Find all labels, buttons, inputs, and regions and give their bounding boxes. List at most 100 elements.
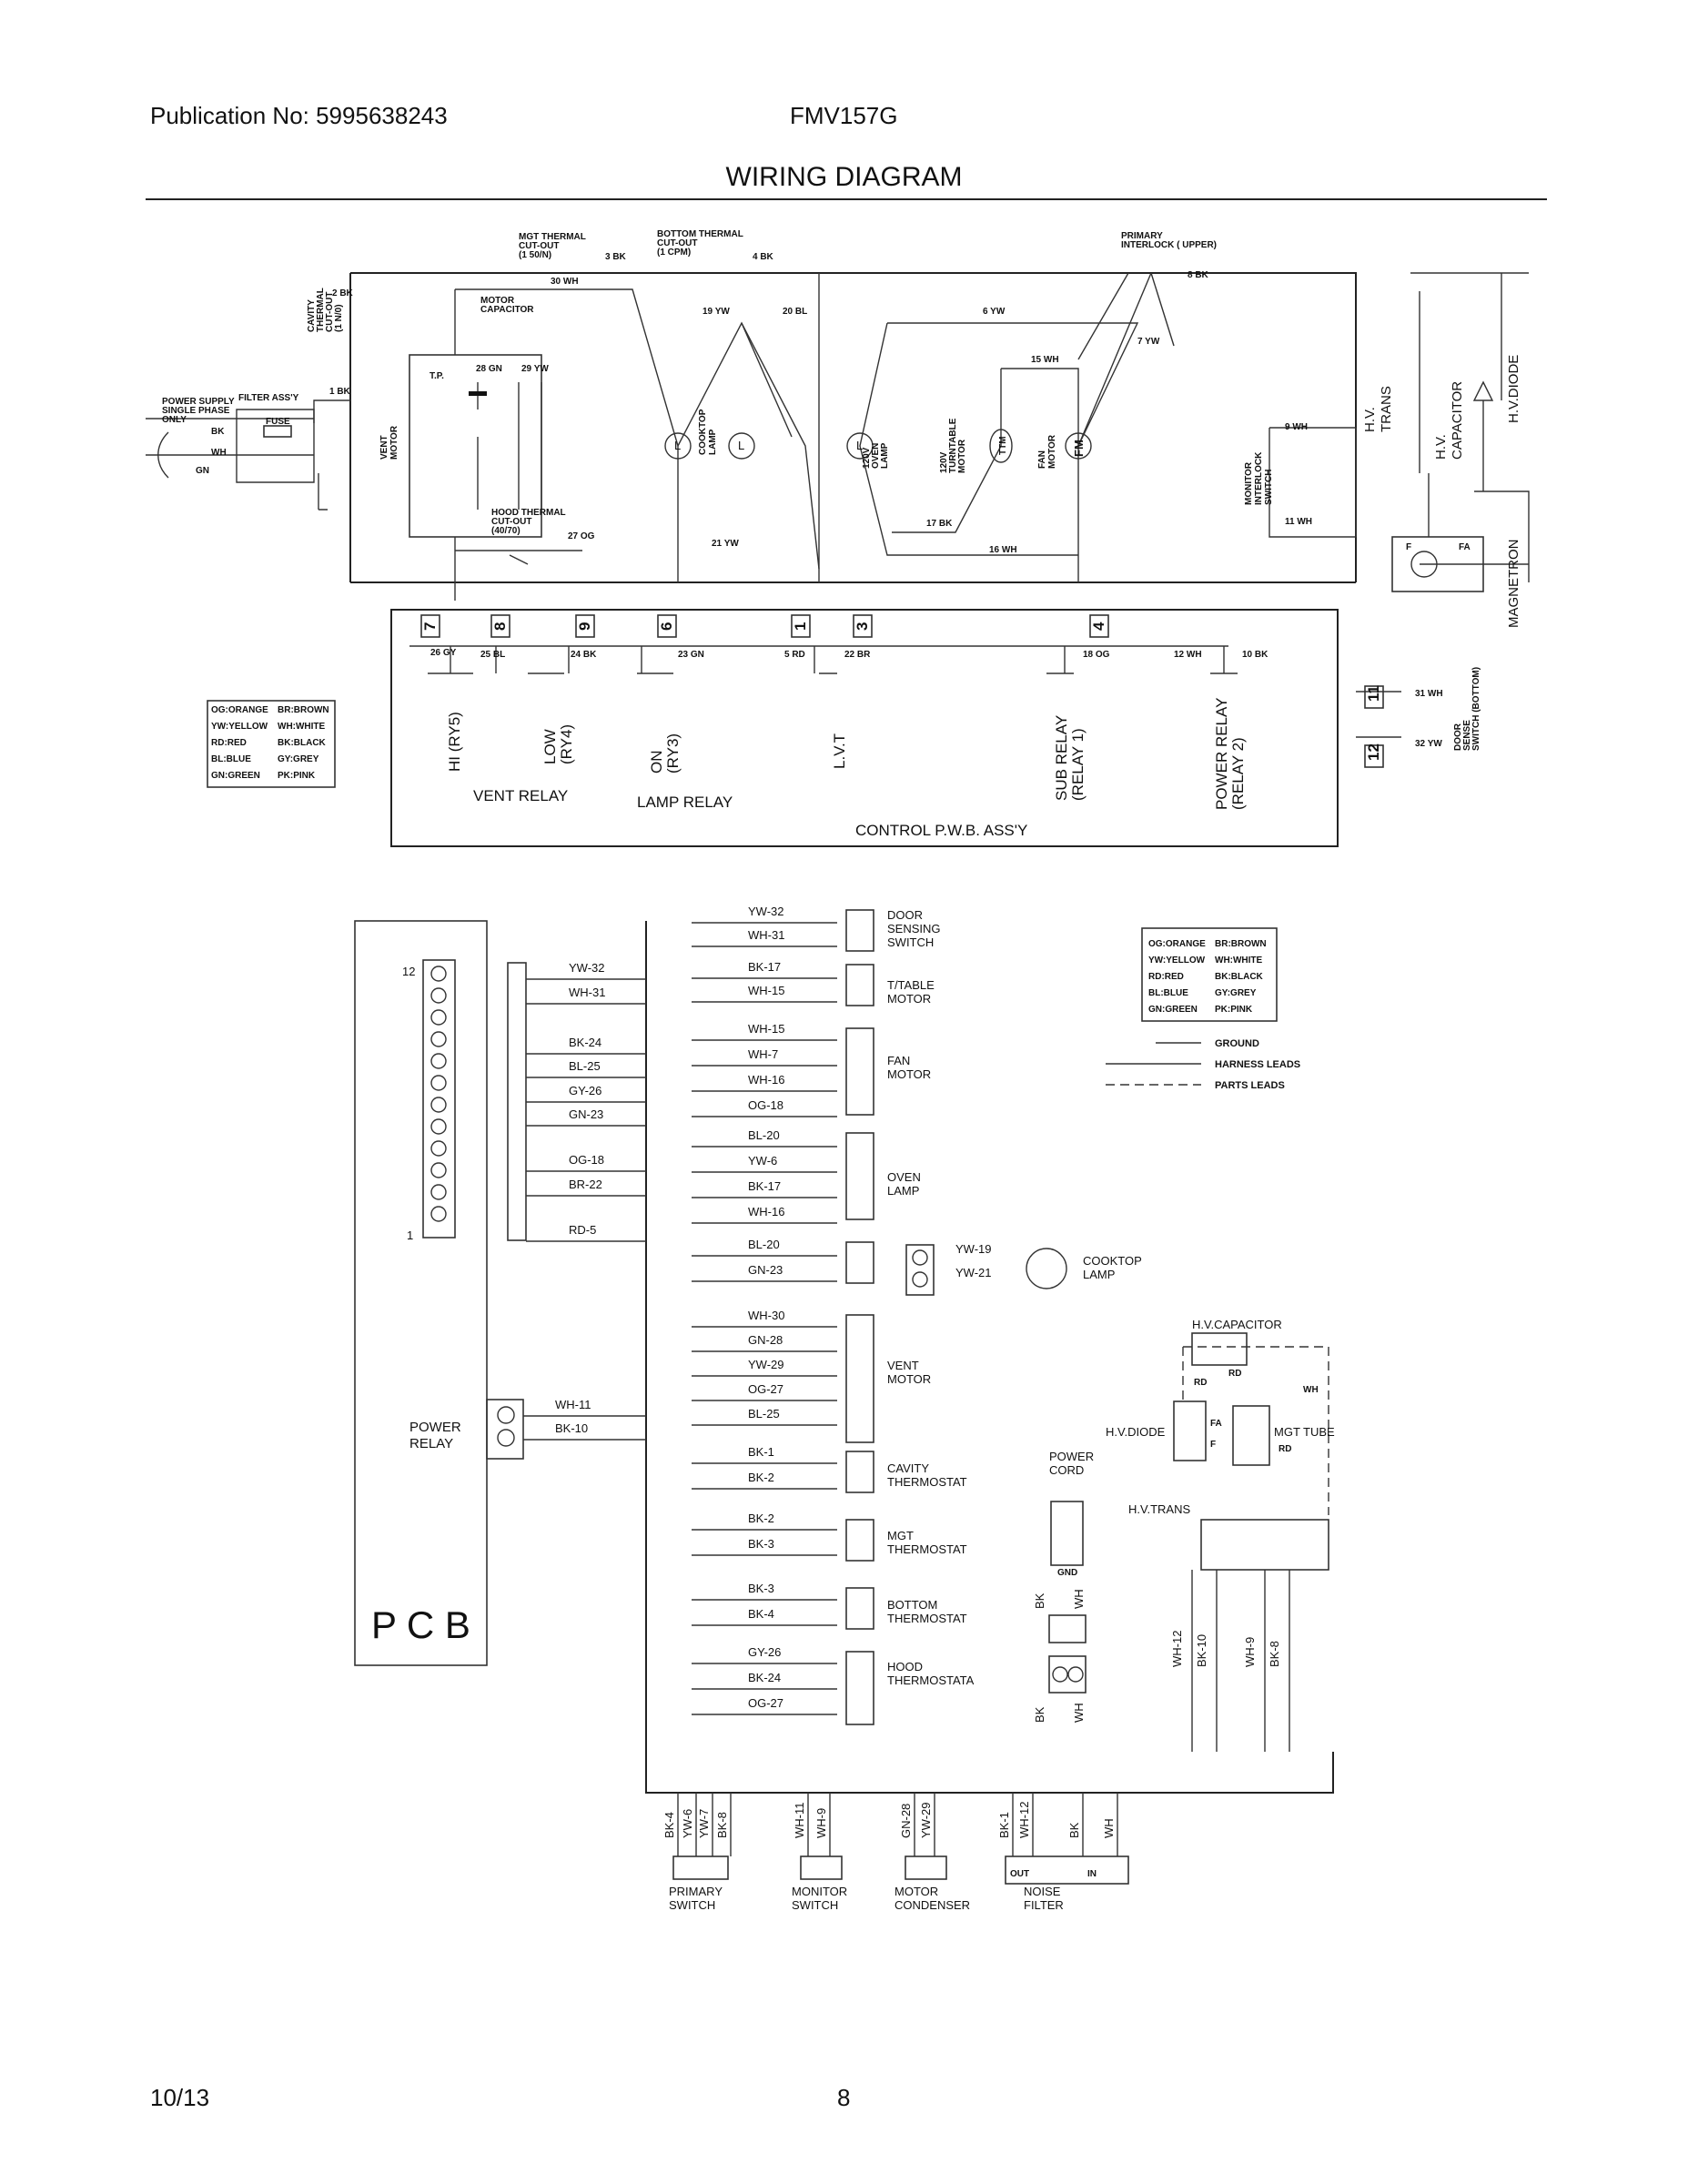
- trans-lead-label: WH-9: [1243, 1637, 1257, 1667]
- wire-label-f: F: [1406, 542, 1411, 552]
- pcb-pin: [430, 1075, 447, 1091]
- relay-hi-label: HI (RY5): [446, 712, 463, 772]
- color-legend-entry: GN:GREEN: [211, 771, 260, 781]
- color-legend-entry: BR:BROWN: [278, 705, 329, 715]
- harness-diagram: [354, 909, 1334, 1885]
- wire-label-w1: 1 BK: [329, 387, 351, 397]
- component-name: LAMP: [887, 1184, 919, 1198]
- hood-thermal-cutout-label: CUT-OUT: [491, 517, 531, 527]
- power-supply-label: POWER SUPPLY: [162, 397, 235, 407]
- cavity-thermal-cutout-label: (1 N/0): [334, 304, 344, 332]
- wire-label-w25: 25 BL: [480, 650, 505, 660]
- bottom-lead-label: BK-8: [715, 1812, 729, 1838]
- harness-lead-label: BK-24: [748, 1671, 781, 1684]
- pcb-pin: [430, 1053, 447, 1069]
- vent-motor-label: VENT: [379, 435, 389, 460]
- power-supply-label: ONLY: [162, 415, 187, 425]
- pcb-lead-label: BK-24: [569, 1036, 601, 1049]
- wire-label-w24: 24 BK: [571, 650, 597, 660]
- wire-label-w32: 32 YW: [1415, 739, 1442, 749]
- cavity-thermal-cutout-label: CAVITY: [307, 299, 317, 332]
- noise-out-label: OUT: [1010, 1869, 1029, 1879]
- monitor-switch-label: INTERLOCK: [1254, 451, 1264, 505]
- oven-lamp-label: OVEN: [871, 443, 881, 469]
- bottom-component-name: SWITCH: [792, 1898, 838, 1912]
- component-name: MOTOR: [887, 992, 931, 1006]
- harness-lead-label: BK-1: [748, 1445, 774, 1459]
- connector-number: 8: [491, 622, 509, 631]
- schematic: [146, 272, 1530, 847]
- pcb-pin: [430, 1118, 447, 1135]
- bottom-lead-label: WH-11: [793, 1803, 806, 1838]
- bottom-thermal-cutout-label: CUT-OUT: [657, 238, 697, 248]
- mgt-thermal-cutout-label: (1 50/N): [519, 250, 551, 260]
- cord-bk-label: BK: [1033, 1706, 1046, 1723]
- wire-label-w12: 12 WH: [1174, 650, 1202, 660]
- power-cord-name: POWER: [1049, 1450, 1094, 1463]
- legend-parts-leads: PARTS LEADS: [1215, 1080, 1285, 1091]
- door-sense-switch-label: SWITCH (BOTTOM): [1471, 667, 1481, 751]
- trans-lead-label: WH-12: [1170, 1631, 1184, 1667]
- component-name: MOTOR: [887, 1372, 931, 1386]
- harness-labels: P C B121POWERRELAYYW-32WH-31BK-24BL-25GY…: [371, 905, 1335, 1912]
- wire-label-w19: 19 YW: [702, 307, 730, 317]
- pcb-pin: [430, 1009, 447, 1026]
- wire-rd-label: RD: [1279, 1444, 1291, 1454]
- component-name: OVEN: [887, 1170, 921, 1184]
- connector-box: [657, 614, 677, 638]
- pcb-lead-label: YW-32: [569, 961, 605, 975]
- bottom-lead-label: GN-28: [899, 1804, 913, 1838]
- component-name: T/TABLE: [887, 978, 935, 992]
- wire-label-w20: 20 BL: [783, 307, 807, 317]
- wire-label-w6: 6 YW: [983, 307, 1006, 317]
- connector-box: [853, 614, 873, 638]
- color-legend-entry: BK:BLACK: [278, 738, 327, 748]
- harness-lead-label: YW-29: [748, 1358, 784, 1371]
- harness-lead-label: GY-26: [748, 1645, 781, 1659]
- power-relay-label: POWER RELAY: [1213, 698, 1230, 810]
- wire-label-w16: 16 WH: [989, 545, 1017, 555]
- wire-wh-label: WH: [1303, 1385, 1319, 1395]
- wire-label-w27: 27 OG: [568, 531, 595, 541]
- harness-lead-label: BK-2: [748, 1471, 774, 1484]
- wire-label-w7: 7 YW: [1137, 337, 1160, 347]
- lamp-symbol-label: L: [738, 439, 744, 452]
- mgt-thermal-cutout-label: CUT-OUT: [519, 241, 559, 251]
- cooktop-lamp-name: LAMP: [1083, 1268, 1115, 1281]
- gnd-label: GND: [1057, 1568, 1077, 1578]
- component-name: THERMOSTATA: [887, 1673, 975, 1687]
- pcb-pin: [430, 1206, 447, 1222]
- harness-lead-label: OG-27: [748, 1696, 783, 1710]
- wire-label-w3: 3 BK: [605, 252, 627, 262]
- harness-lead-label: YW-6: [748, 1154, 777, 1168]
- bottom-component-name: MONITOR: [792, 1885, 847, 1898]
- color-legend-entry: OG:ORANGE: [1148, 939, 1206, 949]
- noise-in-label: IN: [1087, 1869, 1097, 1879]
- wire-label-w4: 4 BK: [753, 252, 774, 262]
- wire-label-w29: 29 YW: [521, 364, 549, 374]
- harness-lead-label: BK-3: [748, 1537, 774, 1551]
- component-name: VENT: [887, 1359, 919, 1372]
- color-legend-entry: WH:WHITE: [278, 722, 326, 732]
- bottom-thermal-cutout-label: BOTTOM THERMAL: [657, 229, 743, 239]
- fuse-label: FUSE: [266, 417, 290, 427]
- color-legend-entry: RD:RED: [1148, 972, 1184, 982]
- bottom-component-name: PRIMARY: [669, 1885, 723, 1898]
- turntable-motor-label: MOTOR: [957, 439, 967, 473]
- color-legend-entry: RD:RED: [211, 738, 247, 748]
- harness-lead-label: YW-32: [748, 905, 784, 918]
- bottom-lead-label: WH-12: [1017, 1802, 1031, 1838]
- power-supply-label: SINGLE PHASE: [162, 406, 230, 416]
- wire-label-w23: 23 GN: [678, 650, 704, 660]
- cavity-thermal-cutout-label: THERMAL: [316, 288, 326, 332]
- magnetron-label: MAGNETRON: [1506, 540, 1521, 629]
- connector-box: [575, 614, 595, 638]
- component-name: THERMOSTAT: [887, 1475, 967, 1489]
- harness-lead-label: BK-2: [748, 1512, 774, 1525]
- wire-label-w5: 5 RD: [784, 650, 805, 660]
- lamp-relay-label: LAMP RELAY: [637, 794, 733, 811]
- power-relay-label: RELAY: [409, 1436, 453, 1451]
- wire-label-w11: 11 WH: [1285, 517, 1312, 527]
